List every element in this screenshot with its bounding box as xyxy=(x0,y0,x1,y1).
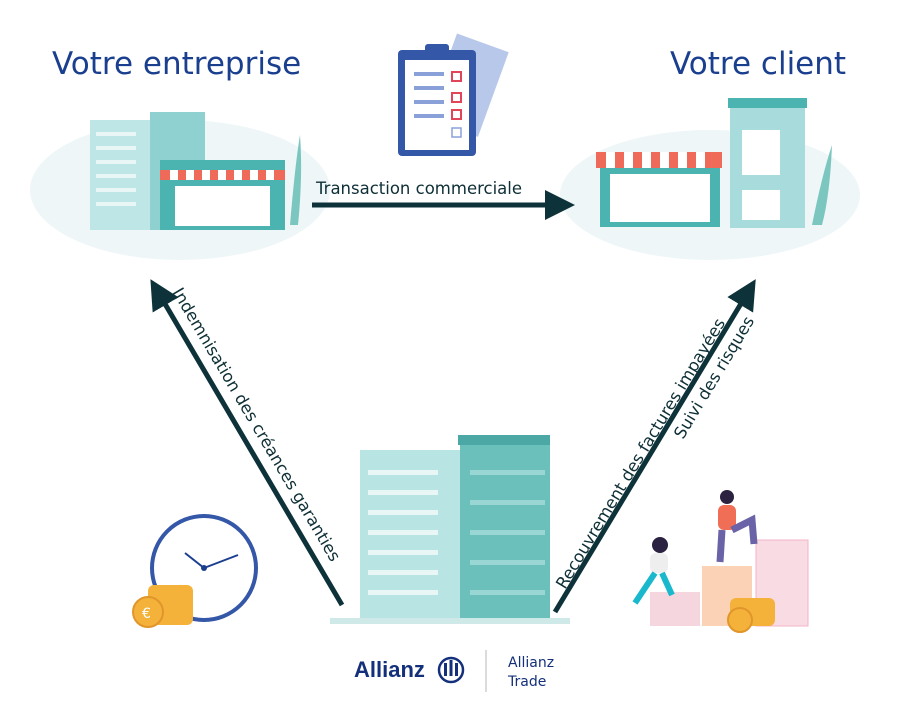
allianz-eagle-icon xyxy=(437,656,465,684)
company-title: Votre entreprise xyxy=(52,46,301,82)
allianz-trade-logo: Allianz Allianz Trade xyxy=(354,650,554,692)
people-climbing-steps-illustration xyxy=(632,490,809,633)
client-title: Votre client xyxy=(670,46,846,82)
transaction-label: Transaction commerciale xyxy=(315,179,522,198)
allianz-wordmark: Allianz xyxy=(354,657,425,682)
euro-coins-icon: € xyxy=(132,585,193,628)
company-building-illustration xyxy=(30,112,330,260)
allianz-trade-building-illustration xyxy=(330,435,570,624)
indemnification-arrow xyxy=(150,279,345,607)
allianz-trade-line2: Trade xyxy=(507,674,546,690)
allianz-trade-line1: Allianz xyxy=(508,655,554,671)
recovery-arrow xyxy=(552,279,756,614)
checklist-clipboard-icon xyxy=(398,33,509,156)
client-shop-illustration xyxy=(560,98,860,260)
recovery-label: Recouvrement des factures impayées xyxy=(552,315,729,592)
svg-text:€: € xyxy=(142,606,151,622)
